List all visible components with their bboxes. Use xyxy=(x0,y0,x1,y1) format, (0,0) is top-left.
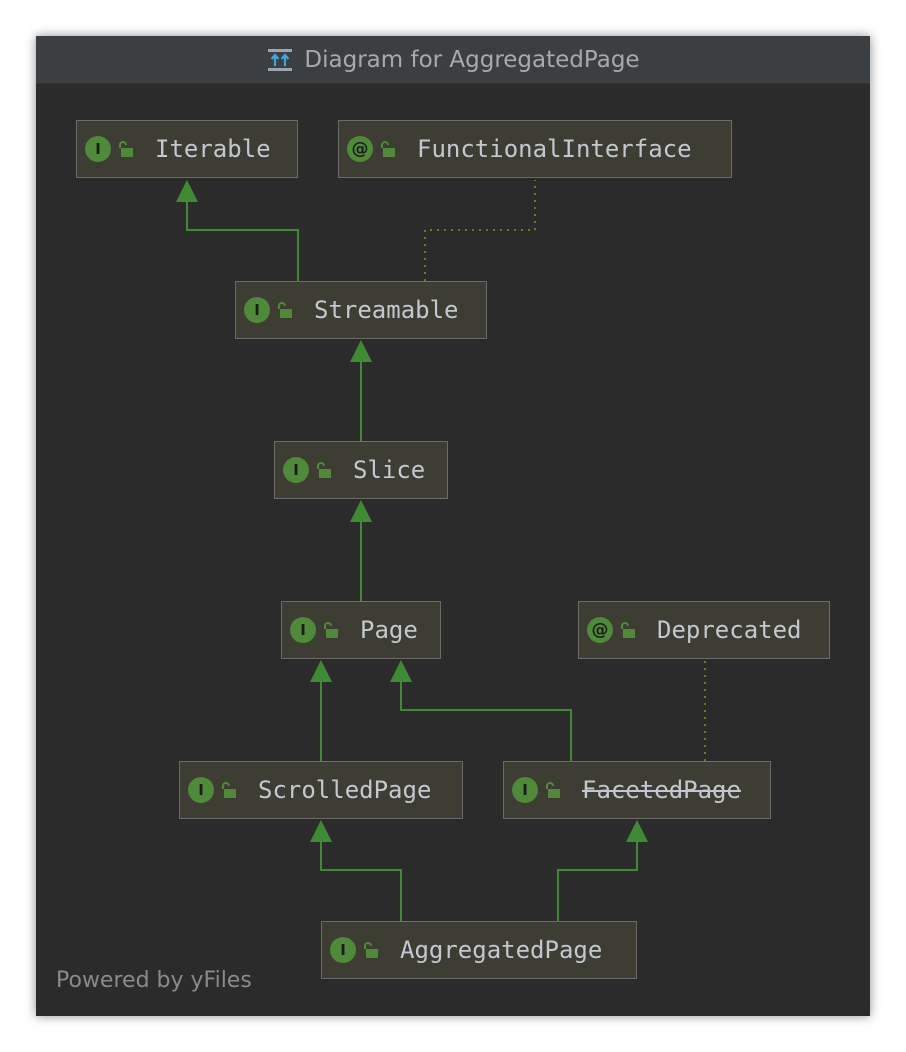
public-lock-icon xyxy=(364,942,378,958)
node-streamable[interactable]: I Streamable xyxy=(235,281,487,339)
node-iterable[interactable]: I Iterable xyxy=(76,120,298,178)
edge-streamable-functionalinterface xyxy=(424,180,536,281)
public-lock-icon xyxy=(381,141,395,157)
edge-facetedpage-page xyxy=(400,681,572,761)
interface-icon: I xyxy=(330,937,356,963)
public-lock-icon xyxy=(222,782,236,798)
edge-aggregatedpage-facetedpage xyxy=(557,841,638,921)
node-aggregated-page[interactable]: I AggregatedPage xyxy=(321,921,637,979)
interface-icon: I xyxy=(283,457,309,483)
arrowhead-facetedpage xyxy=(626,820,648,842)
arrowhead-slice xyxy=(350,500,372,522)
arrowhead-page-right xyxy=(390,660,412,682)
public-lock-icon xyxy=(546,782,560,798)
node-label: Slice xyxy=(353,456,426,484)
edge-aggregatedpage-scrolledpage xyxy=(320,841,402,921)
node-label: AggregatedPage xyxy=(400,936,603,964)
diagram-window: Diagram for AggregatedPage xyxy=(36,36,870,1016)
node-label: FunctionalInterface xyxy=(417,135,692,163)
powered-by-footer: Powered by yFiles xyxy=(56,968,252,993)
title-bar: Diagram for AggregatedPage xyxy=(36,36,870,84)
arrowhead-scrolledpage xyxy=(310,820,332,842)
edge-streamable-iterable xyxy=(186,200,299,281)
annotation-icon: @ xyxy=(347,136,373,162)
hierarchy-diagram-icon xyxy=(268,48,293,71)
interface-icon: I xyxy=(85,136,111,162)
node-scrolled-page[interactable]: I ScrolledPage xyxy=(179,761,463,819)
interface-icon: I xyxy=(512,777,538,803)
node-label: Iterable xyxy=(155,135,271,163)
public-lock-icon xyxy=(317,462,331,478)
interface-icon: I xyxy=(188,777,214,803)
interface-icon: I xyxy=(244,297,270,323)
node-functional-interface[interactable]: @ FunctionalInterface xyxy=(338,120,732,178)
public-lock-icon xyxy=(324,622,338,638)
arrowhead-iterable xyxy=(176,180,198,202)
diagram-canvas[interactable] xyxy=(36,84,870,1016)
window-title: Diagram for AggregatedPage xyxy=(304,46,640,73)
node-label: Page xyxy=(360,616,418,644)
public-lock-icon xyxy=(119,141,133,157)
arrowhead-streamable xyxy=(350,340,372,362)
node-label: Deprecated xyxy=(657,616,802,644)
node-page[interactable]: I Page xyxy=(281,601,441,659)
node-slice[interactable]: I Slice xyxy=(274,441,448,499)
node-label: Streamable xyxy=(314,296,459,324)
public-lock-icon xyxy=(621,622,635,638)
node-deprecated[interactable]: @ Deprecated xyxy=(578,601,830,659)
interface-icon: I xyxy=(290,617,316,643)
arrowhead-page-left xyxy=(310,660,332,682)
node-faceted-page[interactable]: I FacetedPage xyxy=(503,761,771,819)
node-label: FacetedPage xyxy=(582,776,741,804)
node-label: ScrolledPage xyxy=(258,776,432,804)
public-lock-icon xyxy=(278,302,292,318)
annotation-icon: @ xyxy=(587,617,613,643)
